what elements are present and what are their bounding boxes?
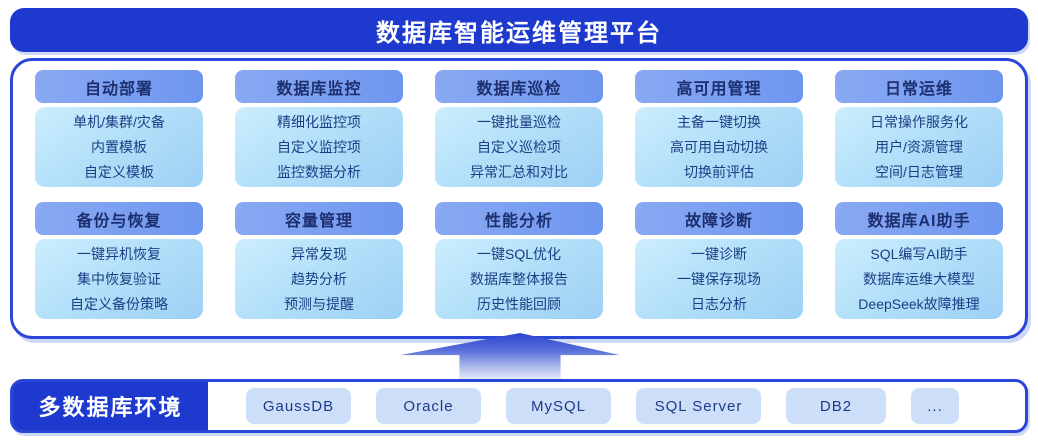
feature-item: 自定义模板: [84, 163, 154, 180]
feature-item: 精细化监控项: [277, 113, 361, 130]
feature-item: 集中恢复验证: [77, 270, 161, 287]
module-features: 单机/集群/灾备 内置模板 自定义模板: [35, 107, 203, 187]
feature-item: 一键SQL优化: [476, 245, 561, 262]
page-title: 数据库智能运维管理平台: [376, 19, 662, 47]
feature-item: 一键批量巡检: [477, 113, 561, 130]
feature-item: 高可用自动切换: [670, 138, 768, 155]
module-card-auto-deploy: 自动部署 单机/集群/灾备 内置模板 自定义模板: [35, 70, 203, 187]
module-features: 主备一键切换 高可用自动切换 切换前评估: [635, 107, 803, 187]
feature-item: 一键诊断: [691, 245, 747, 262]
database-list: GaussDB Oracle MySQL SQL Server DB2 ...: [208, 382, 1025, 430]
module-title: 数据库巡检: [435, 70, 603, 103]
module-title: 数据库监控: [235, 70, 403, 103]
feature-item: 数据库整体报告: [470, 270, 568, 287]
module-card-performance-analysis: 性能分析 一键SQL优化 数据库整体报告 历史性能回顾: [435, 202, 603, 319]
module-features: 一键诊断 一键保存现场 日志分析: [635, 239, 803, 319]
feature-item: 内置模板: [91, 138, 147, 155]
feature-item: 趋势分析: [291, 270, 347, 287]
module-title: 备份与恢复: [35, 202, 203, 235]
feature-item: 自定义监控项: [277, 138, 361, 155]
environment-label-text: 多数据库环境: [38, 395, 183, 420]
database-pill-more: ...: [911, 388, 959, 424]
feature-item: 单机/集群/灾备: [73, 113, 165, 130]
module-features: 异常发现 趋势分析 预测与提醒: [235, 239, 403, 319]
feature-item: DeepSeek故障推理: [858, 295, 980, 312]
module-card-fault-diagnosis: 故障诊断 一键诊断 一键保存现场 日志分析: [635, 202, 803, 319]
module-title: 数据库AI助手: [835, 202, 1003, 235]
database-pill-db2: DB2: [786, 388, 886, 424]
module-features: 一键异机恢复 集中恢复验证 自定义备份策略: [35, 239, 203, 319]
database-pill-mysql: MySQL: [506, 388, 611, 424]
module-card-db-inspection: 数据库巡检 一键批量巡检 自定义巡检项 异常汇总和对比: [435, 70, 603, 187]
module-card-backup-restore: 备份与恢复 一键异机恢复 集中恢复验证 自定义备份策略: [35, 202, 203, 319]
module-title: 日常运维: [835, 70, 1003, 103]
environment-bar: 多数据库环境 GaussDB Oracle MySQL SQL Server D…: [10, 379, 1028, 433]
module-title: 容量管理: [235, 202, 403, 235]
feature-item: 监控数据分析: [277, 163, 361, 180]
feature-item: 日志分析: [691, 295, 747, 312]
module-features: 精细化监控项 自定义监控项 监控数据分析: [235, 107, 403, 187]
platform-panel: 自动部署 单机/集群/灾备 内置模板 自定义模板 数据库监控 精细化监控项 自定…: [10, 58, 1028, 339]
feature-item: 自定义备份策略: [70, 295, 168, 312]
database-pill-sqlserver: SQL Server: [636, 388, 761, 424]
module-card-daily-ops: 日常运维 日常操作服务化 用户/资源管理 空间/日志管理: [835, 70, 1003, 187]
feature-item: 历史性能回顾: [477, 295, 561, 312]
module-title: 高可用管理: [635, 70, 803, 103]
module-card-high-availability: 高可用管理 主备一键切换 高可用自动切换 切换前评估: [635, 70, 803, 187]
module-card-db-ai-assistant: 数据库AI助手 SQL编写AI助手 数据库运维大模型 DeepSeek故障推理: [835, 202, 1003, 319]
up-arrow: [400, 333, 620, 379]
feature-item: 自定义巡检项: [477, 138, 561, 155]
module-features: 一键批量巡检 自定义巡检项 异常汇总和对比: [435, 107, 603, 187]
module-title: 性能分析: [435, 202, 603, 235]
feature-item: 日常操作服务化: [870, 113, 968, 130]
feature-item: 用户/资源管理: [875, 138, 963, 155]
banner: 数据库智能运维管理平台: [10, 8, 1028, 52]
module-features: 一键SQL优化 数据库整体报告 历史性能回顾: [435, 239, 603, 319]
environment-label: 多数据库环境: [13, 382, 208, 430]
feature-item: 异常汇总和对比: [470, 163, 568, 180]
feature-item: SQL编写AI助手: [870, 245, 968, 262]
feature-item: 空间/日志管理: [875, 163, 963, 180]
module-card-db-monitoring: 数据库监控 精细化监控项 自定义监控项 监控数据分析: [235, 70, 403, 187]
module-title: 自动部署: [35, 70, 203, 103]
feature-item: 数据库运维大模型: [863, 270, 975, 287]
feature-item: 一键异机恢复: [77, 245, 161, 262]
module-title: 故障诊断: [635, 202, 803, 235]
module-card-capacity-mgmt: 容量管理 异常发现 趋势分析 预测与提醒: [235, 202, 403, 319]
database-pill-gaussdb: GaussDB: [246, 388, 351, 424]
feature-item: 主备一键切换: [677, 113, 761, 130]
module-features: 日常操作服务化 用户/资源管理 空间/日志管理: [835, 107, 1003, 187]
module-features: SQL编写AI助手 数据库运维大模型 DeepSeek故障推理: [835, 239, 1003, 319]
feature-item: 一键保存现场: [677, 270, 761, 287]
feature-item: 切换前评估: [684, 163, 754, 180]
feature-item: 预测与提醒: [284, 295, 354, 312]
feature-item: 异常发现: [291, 245, 347, 262]
database-pill-oracle: Oracle: [376, 388, 481, 424]
module-grid: 自动部署 单机/集群/灾备 内置模板 自定义模板 数据库监控 精细化监控项 自定…: [13, 61, 1025, 319]
